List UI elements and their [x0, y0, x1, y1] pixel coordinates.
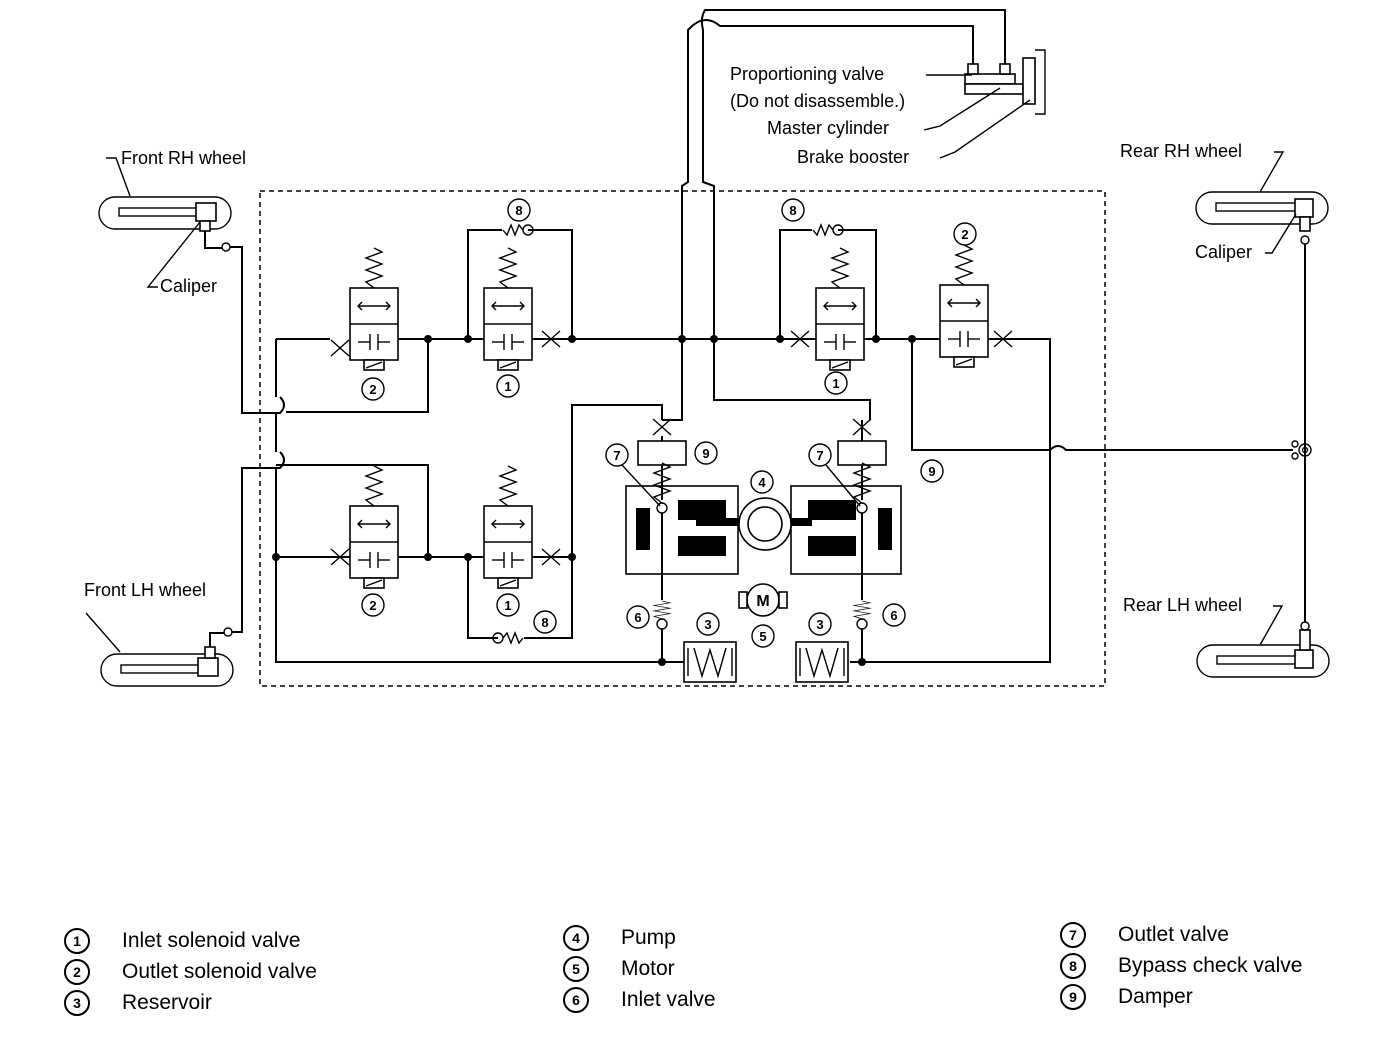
svg-text:7: 7 [816, 448, 823, 463]
legend-text: Motor [621, 957, 675, 980]
legend-number: 7 [1060, 921, 1086, 948]
legend-item: 3 Reservoir [64, 987, 317, 1018]
svg-text:1: 1 [832, 376, 839, 391]
legend-item: 2 Outlet solenoid valve [64, 956, 317, 987]
legend-column-1: 1 Inlet solenoid valve 2 Outlet solenoid v… [64, 925, 317, 1018]
master-cylinder-assembly [681, 9, 1046, 420]
svg-text:6: 6 [890, 608, 897, 623]
legend-number: 3 [64, 989, 90, 1016]
brake-booster-label: Brake booster [797, 147, 909, 167]
caliper-rear-label: Caliper [1195, 242, 1252, 262]
svg-text:6: 6 [634, 610, 641, 625]
rear-lh-wheel-label: Rear LH wheel [1123, 595, 1242, 615]
master-cylinder-label: Master cylinder [767, 118, 889, 138]
legend-item: 8 Bypass check valve [1060, 950, 1302, 981]
svg-text:8: 8 [515, 203, 522, 218]
legend-number: 6 [563, 986, 589, 1013]
bypass-check-valves [492, 224, 844, 644]
svg-text:1: 1 [504, 379, 511, 394]
legend-column-2: 4 Pump 5 Motor 6 Inlet valve [563, 922, 716, 1015]
svg-text:8: 8 [541, 615, 548, 630]
svg-text:3: 3 [816, 617, 823, 632]
callout-numbers: 8 2 1 2 1 8 8 2 1 7 9 7 9 4 6 6 3 3 5 [361, 198, 977, 648]
svg-text:2: 2 [961, 227, 968, 242]
svg-text:8: 8 [789, 203, 796, 218]
svg-text:9: 9 [928, 464, 935, 479]
front-lh-wheel [100, 451, 285, 687]
reservoir-right [795, 641, 849, 683]
legend-number: 2 [64, 958, 90, 985]
legend-item: 5 Motor [563, 953, 716, 984]
legend-item: 4 Pump [563, 922, 716, 953]
inlet-solenoid-valve-rr [815, 247, 865, 371]
front-rh-wheel [98, 196, 285, 414]
reservoir-left [683, 641, 737, 683]
front-circuit-lines [275, 229, 682, 663]
svg-text:2: 2 [369, 382, 376, 397]
svg-text:5: 5 [759, 629, 766, 644]
inlet-solenoid-valve-fr [483, 247, 533, 371]
svg-text:2: 2 [369, 598, 376, 613]
proportioning-valve-label: Proportioning valve [730, 64, 884, 84]
legend-item: 6 Inlet valve [563, 984, 716, 1015]
legend-number: 8 [1060, 952, 1086, 979]
damper-right [837, 440, 887, 466]
legend-number: 1 [64, 927, 90, 954]
do-not-disassemble-label: (Do not disassemble.) [730, 91, 905, 111]
svg-text:1: 1 [504, 598, 511, 613]
pump [625, 485, 902, 575]
svg-text:9: 9 [702, 446, 709, 461]
motor: M [738, 583, 788, 617]
svg-text:7: 7 [613, 448, 620, 463]
junction-dots [272, 335, 916, 666]
legend-text: Bypass check valve [1118, 954, 1303, 977]
rear-rh-wheel [1195, 191, 1329, 245]
svg-text:3: 3 [704, 617, 711, 632]
rear-rh-wheel-label: Rear RH wheel [1120, 141, 1242, 161]
legend-item: 7 Outlet valve [1060, 919, 1302, 950]
legend-text: Pump [621, 926, 676, 949]
legend-number: 4 [563, 924, 589, 951]
outlet-solenoid-valve-fr [349, 247, 399, 371]
legend-text: Damper [1118, 985, 1193, 1008]
caliper-front-label: Caliper [160, 276, 217, 296]
legend-number: 5 [563, 955, 589, 982]
legend-text: Inlet valve [621, 988, 716, 1011]
legend-item: 1 Inlet solenoid valve [64, 925, 317, 956]
damper-left [637, 440, 687, 466]
legend-text: Inlet solenoid valve [122, 929, 301, 952]
svg-text:4: 4 [758, 475, 766, 490]
outlet-solenoid-valve-fl [349, 465, 399, 589]
front-lh-wheel-label: Front LH wheel [84, 580, 206, 600]
inlet-solenoid-valve-fl [483, 465, 533, 589]
rear-lh-wheel [1196, 621, 1330, 678]
legend-text: Reservoir [122, 991, 212, 1014]
legend-text: Outlet solenoid valve [122, 960, 317, 983]
legend-column-3: 7 Outlet valve 8 Bypass check valve 9 Dampe… [1060, 919, 1302, 1012]
front-rh-wheel-label: Front RH wheel [121, 148, 246, 168]
motor-symbol: M [756, 593, 769, 610]
hydraulic-unit-boundary [259, 190, 1106, 687]
legend-text: Outlet valve [1118, 923, 1229, 946]
rear-circuit-lines [662, 229, 1051, 663]
legend-item: 9 Damper [1060, 981, 1302, 1012]
outlet-solenoid-valve-rr [939, 244, 989, 368]
legend-number: 9 [1060, 983, 1086, 1010]
